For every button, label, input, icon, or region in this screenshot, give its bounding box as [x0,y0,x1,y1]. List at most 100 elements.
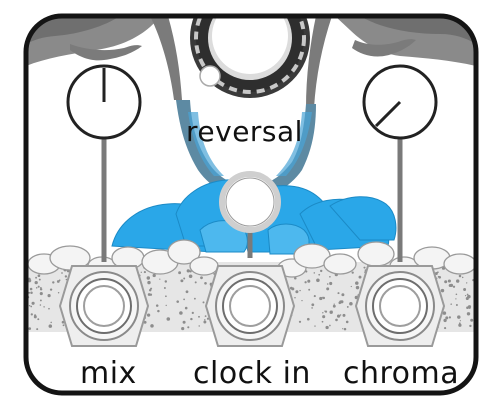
gravel-dot [351,271,354,274]
chroma-knob[interactable] [362,64,438,140]
gravel-dot [464,294,467,297]
gravel-dot [341,293,345,297]
gravel-dot [193,297,196,300]
gravel-dot [190,317,193,321]
gravel-dot [31,301,35,305]
gravel-dot [203,320,207,324]
gravel-dot [39,304,42,306]
gravel-dot [316,278,320,283]
gravel-dot [298,320,302,323]
gravel-dot [37,274,41,278]
top-encoder[interactable] [190,0,310,98]
blue-rocks [111,179,397,255]
gravel-dot [319,296,323,301]
gravel-dot [30,305,33,308]
panel-frame [23,13,479,396]
gravel-dot [338,301,342,305]
gravel-dot [30,291,33,294]
gravel-dot [321,320,324,323]
label-strip [26,350,476,393]
gravel-dot [183,277,186,280]
gravel-dot [35,287,38,289]
gravel-dot [146,313,151,317]
gravel-dot [311,307,313,309]
gravel-dot [463,288,467,291]
gravel-dot [337,292,340,295]
gravel-dot [294,277,297,280]
gravel-dot [306,317,310,321]
gravel-dot [458,322,461,325]
gravel-dot [49,288,53,291]
gravel-dot [27,278,32,283]
gravel-dot [311,303,315,307]
gravel-dot [178,271,182,275]
gravel-dot [179,311,183,315]
gravel-dot [363,266,366,269]
gravel-dot [188,274,193,279]
gravel-dot [64,275,68,278]
gravel-dot [349,301,353,306]
gravel-dot [150,324,154,328]
gravel-dot [455,298,457,300]
gravel-dot [329,275,331,278]
gravel-dot [443,318,447,323]
gravel-dot [163,287,166,289]
gravel-dot [291,287,295,291]
gravel-dot [438,275,442,279]
gravel-dot [155,304,159,307]
gravel-dot [184,306,188,310]
gravel-dot [455,304,458,306]
gravel-dot [345,320,349,324]
gravel-dot [299,289,301,292]
gravel-dot [434,272,438,275]
gravel-dot [440,288,445,293]
mix-knob[interactable] [66,64,142,140]
gravel-dot [47,294,51,298]
gravel-dot [29,287,33,291]
gravel-dot [458,323,462,327]
gravel-dot [335,318,338,322]
clock-in-jack[interactable] [204,265,296,347]
gravel-dot [48,324,53,328]
gravel-dot [194,281,197,284]
gravel-dot [65,278,68,281]
gravel-dot [304,281,307,284]
reversal-button[interactable] [219,171,281,233]
gravel-dot [355,281,359,285]
gravel-dot [57,292,60,294]
gravel-dot [448,283,452,288]
gravel-dot [28,291,31,294]
gravel-dot [295,290,299,294]
gravel-dot [455,293,458,296]
gravel-dot [313,295,316,298]
gravel-dot [187,326,190,329]
gravel-dot [325,325,329,330]
gravel-dot [206,317,210,320]
gravel-dot [322,315,326,319]
gravel-dot [38,278,41,281]
gravel-dot [164,280,168,283]
gravel-dot [182,320,186,324]
gravel-dot [466,306,469,310]
gravel-dot [342,313,346,317]
gravel-dot [448,316,451,319]
gravel-dot [28,327,32,330]
mix-label: mix [80,356,137,391]
gravel-dot [313,272,316,274]
gravel-dot [308,288,311,291]
gravel-dot [333,303,335,305]
gravel-dot [147,280,151,285]
gravel-dot [470,318,474,322]
gravel-dot [48,307,50,310]
gravel-dot [459,320,461,322]
chroma-jack[interactable] [354,265,446,347]
mix-jack[interactable] [58,265,150,347]
gravel-dot [322,296,326,300]
gravel-dot [342,328,344,330]
gravel-dot [343,327,347,331]
gravel-dot [152,273,156,278]
chroma-label: chroma [343,356,460,391]
gravel-dot [183,298,185,301]
gravel-dot [329,281,333,286]
